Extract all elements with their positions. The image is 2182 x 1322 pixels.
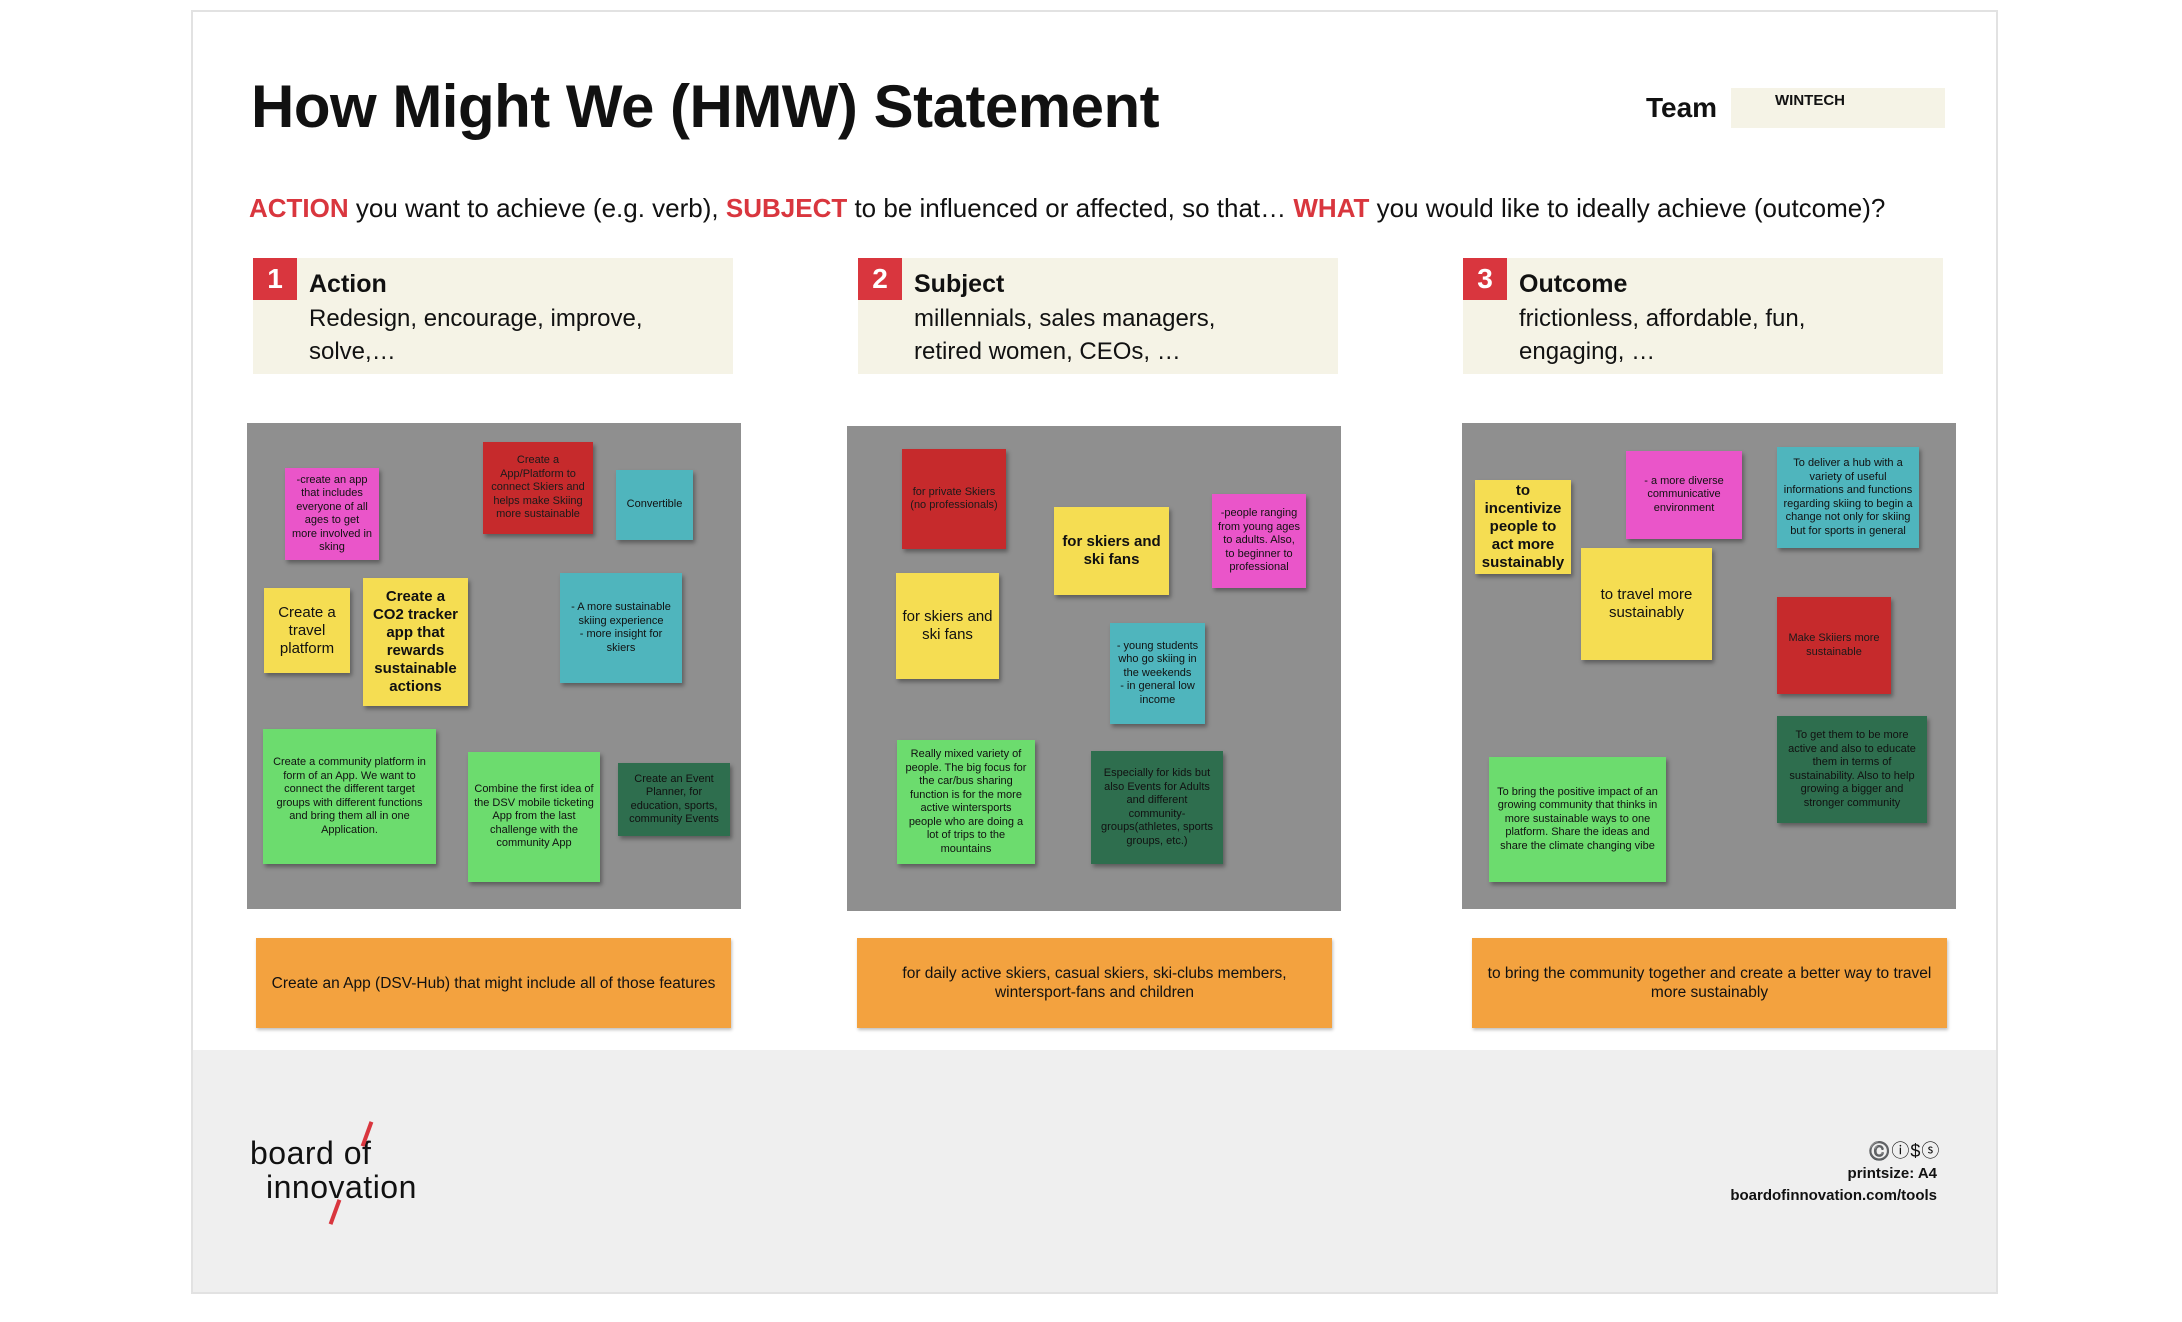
subject-category-box	[858, 258, 1338, 374]
subject-number-badge: 2	[858, 258, 902, 300]
sticky-note[interactable]: to travel more sustainably	[1581, 548, 1712, 660]
sticky-note[interactable]: for private Skiers (no professionals)	[902, 449, 1006, 549]
subject-description: millennials, sales managers, retired wom…	[914, 305, 1216, 365]
sticky-note[interactable]: - A more sustainable skiing experience -…	[560, 573, 682, 683]
outcome-description: frictionless, affordable, fun, engaging,…	[1519, 305, 1806, 365]
action-title: Action	[309, 270, 387, 298]
printsize-label: printsize: A4	[1847, 1165, 1937, 1182]
what-keyword: WHAT	[1293, 193, 1370, 223]
subject-keyword: SUBJECT	[725, 193, 848, 223]
subject-summary-note[interactable]: for daily active skiers, casual skiers, …	[857, 938, 1332, 1028]
sticky-note[interactable]: Really mixed variety of people. The big …	[897, 740, 1035, 864]
footer-band	[193, 1050, 1996, 1292]
sticky-note[interactable]: for skiers and ski fans	[1054, 507, 1169, 595]
logo-line-2: innovation	[266, 1169, 417, 1205]
team-field[interactable]	[1731, 88, 1945, 128]
page-title: How Might We (HMW) Statement	[251, 73, 1160, 140]
sticky-note[interactable]: Combine the first idea of the DSV mobile…	[468, 752, 600, 882]
sticky-note[interactable]: To get them to be more active and also t…	[1777, 716, 1927, 823]
action-summary-note[interactable]: Create an App (DSV-Hub) that might inclu…	[256, 938, 731, 1028]
sticky-note[interactable]: Create an Event Planner, for education, …	[618, 763, 730, 836]
sticky-note[interactable]: Create a App/Platform to connect Skiers …	[483, 442, 593, 534]
sticky-note[interactable]: Especially for kids but also Events for …	[1091, 751, 1223, 864]
team-value[interactable]: WINTECH	[1775, 92, 1845, 109]
sticky-note[interactable]: Create a CO2 tracker app that rewards su…	[363, 578, 468, 706]
sticky-note[interactable]: Create a community platform in form of a…	[263, 729, 436, 864]
action-description: Redesign, encourage, improve, solve,…	[309, 305, 643, 365]
sticky-note[interactable]: to incentivize people to act more sustai…	[1475, 480, 1571, 574]
sticky-note[interactable]: To deliver a hub with a variety of usefu…	[1777, 447, 1919, 548]
outcome-title: Outcome	[1519, 270, 1628, 298]
instruction-part-1: you want to achieve (e.g. verb),	[348, 193, 726, 223]
sticky-note[interactable]: Create a travel platform	[264, 588, 350, 673]
logo-line-1: board of	[250, 1135, 372, 1171]
sticky-note[interactable]: for skiers and ski fans	[896, 573, 999, 679]
instruction-part-3: you would like to ideally achieve (outco…	[1369, 193, 1886, 223]
outcome-category-box	[1463, 258, 1943, 374]
action-keyword: ACTION	[249, 193, 349, 223]
tools-url[interactable]: boardofinnovation.com/tools	[1730, 1187, 1937, 1204]
outcome-number-badge: 3	[1463, 258, 1507, 300]
instruction-part-2: to be influenced or affected, so that…	[847, 193, 1294, 223]
action-number-badge: 1	[253, 258, 297, 300]
sticky-note[interactable]: Make Skiiers more sustainable	[1777, 597, 1891, 694]
sticky-note[interactable]: - young students who go skiing in the we…	[1110, 623, 1205, 724]
action-category-box	[253, 258, 733, 374]
outcome-summary-note[interactable]: to bring the community together and crea…	[1472, 938, 1947, 1028]
subject-title: Subject	[914, 270, 1005, 298]
sticky-note[interactable]: Convertible	[616, 470, 693, 540]
instruction-text: ACTION you want to achieve (e.g. verb), …	[249, 193, 1885, 224]
sticky-note[interactable]: To bring the positive impact of an growi…	[1489, 757, 1666, 882]
team-label: Team	[1646, 92, 1718, 123]
board-of-innovation-logo: board of innovation	[250, 1121, 450, 1225]
creative-commons-icon: ©️ⓘ$ⓢ	[1868, 1141, 1941, 1161]
sticky-note[interactable]: -people ranging from young ages to adult…	[1212, 494, 1306, 588]
sticky-note[interactable]: - a more diverse communicative environme…	[1626, 451, 1742, 539]
sticky-note[interactable]: -create an app that includes everyone of…	[285, 468, 379, 560]
